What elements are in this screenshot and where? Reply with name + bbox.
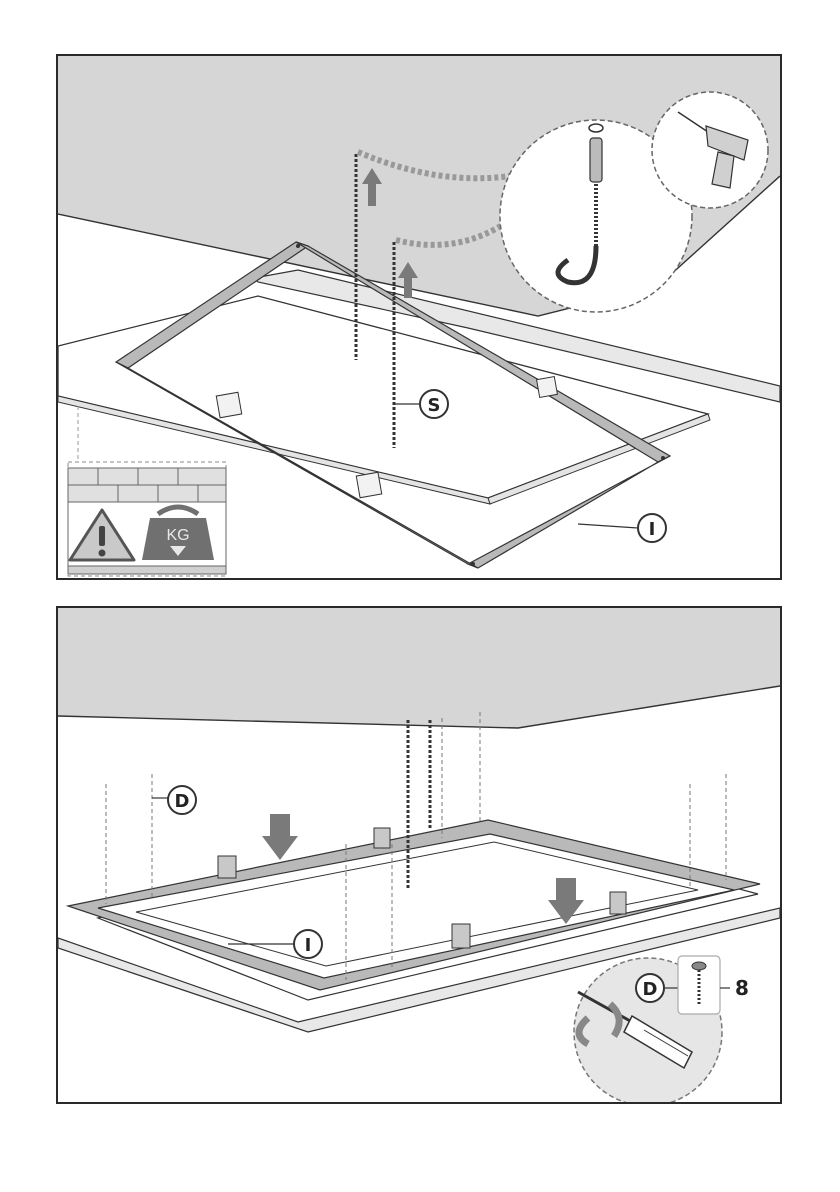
callout-screw-d-label: D: [643, 979, 658, 1000]
weight-icon-label: KG: [166, 527, 189, 544]
screw-quantity: 8: [735, 976, 749, 1000]
callout-d-label: D: [175, 791, 190, 812]
step-1-panel: S I KG: [56, 54, 782, 580]
step-2-panel: D I D 8: [56, 606, 782, 1104]
warning-box: KG: [68, 462, 226, 576]
ceiling: [58, 608, 780, 728]
step-2-illustration: D I D 8: [58, 608, 780, 1102]
step-1-illustration: S I KG: [58, 56, 780, 578]
drill-detail: [652, 92, 768, 208]
callout-s-label: S: [428, 395, 441, 416]
callout-i-label: I: [649, 519, 656, 540]
callout-i-label: I: [305, 935, 312, 956]
